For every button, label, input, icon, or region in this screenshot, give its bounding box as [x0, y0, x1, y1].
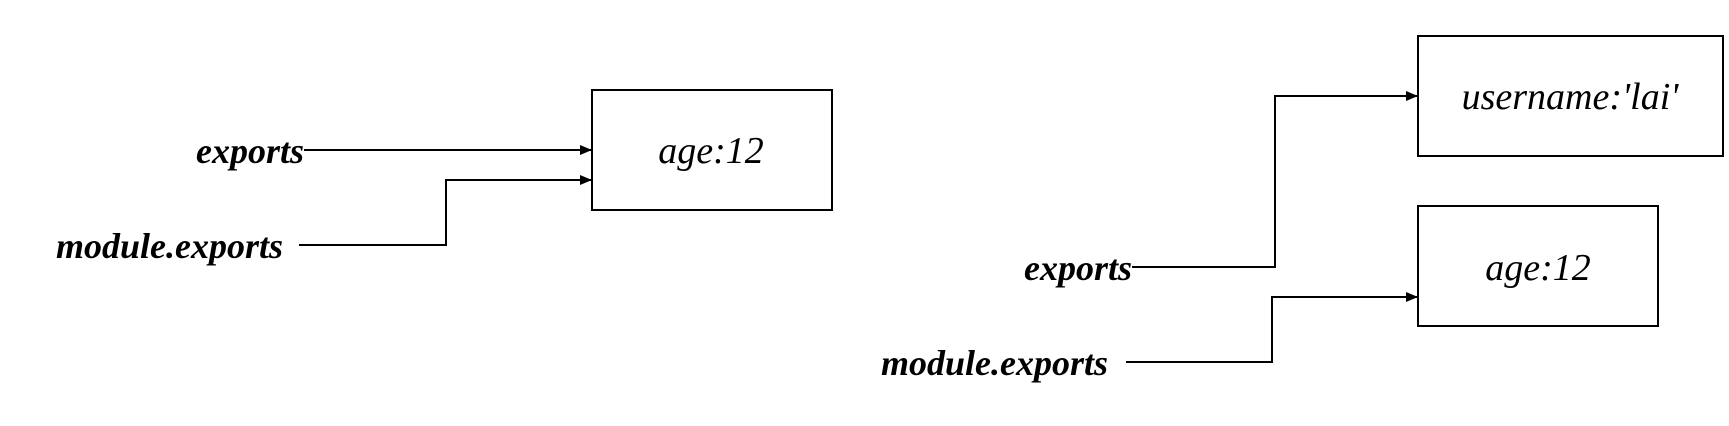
right-exports-object-text: username:'lai' [1462, 76, 1680, 118]
right-module-exports-label: module.exports [881, 343, 1108, 383]
left-object-text: age:12 [658, 130, 764, 172]
right-module-exports-object-text: age:12 [1485, 247, 1591, 289]
left-exports-label: exports [196, 131, 304, 171]
right-exports-label: exports [1024, 248, 1132, 288]
left-module-exports-label: module.exports [56, 226, 283, 266]
left-module-exports-arrow [299, 175, 592, 246]
right-module-exports-arrow [1126, 292, 1418, 363]
right-exports-object-box [1417, 35, 1724, 157]
left-object-box [591, 89, 833, 211]
right-module-exports-object-box [1417, 205, 1659, 327]
right-exports-arrow [1132, 91, 1418, 268]
left-panel: exports module.exports age:12 [56, 89, 833, 266]
right-panel: exports module.exports username:'lai' ag… [881, 35, 1724, 383]
